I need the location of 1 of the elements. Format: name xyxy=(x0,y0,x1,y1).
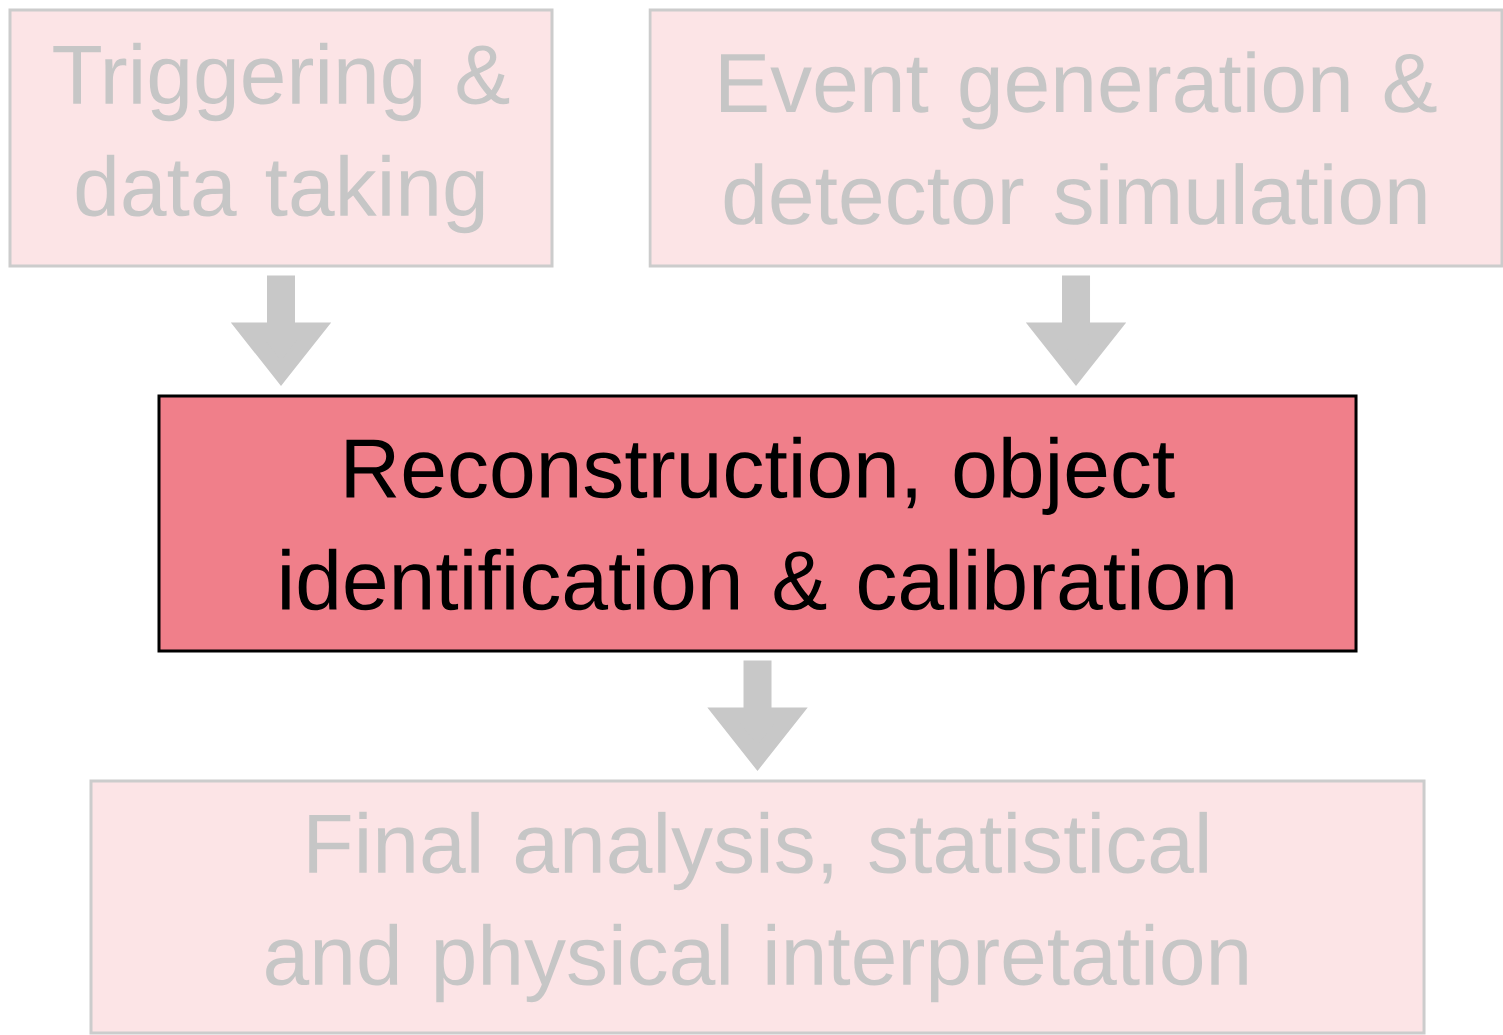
process-box: Reconstruction, object identification & calibration xyxy=(157,394,1358,653)
